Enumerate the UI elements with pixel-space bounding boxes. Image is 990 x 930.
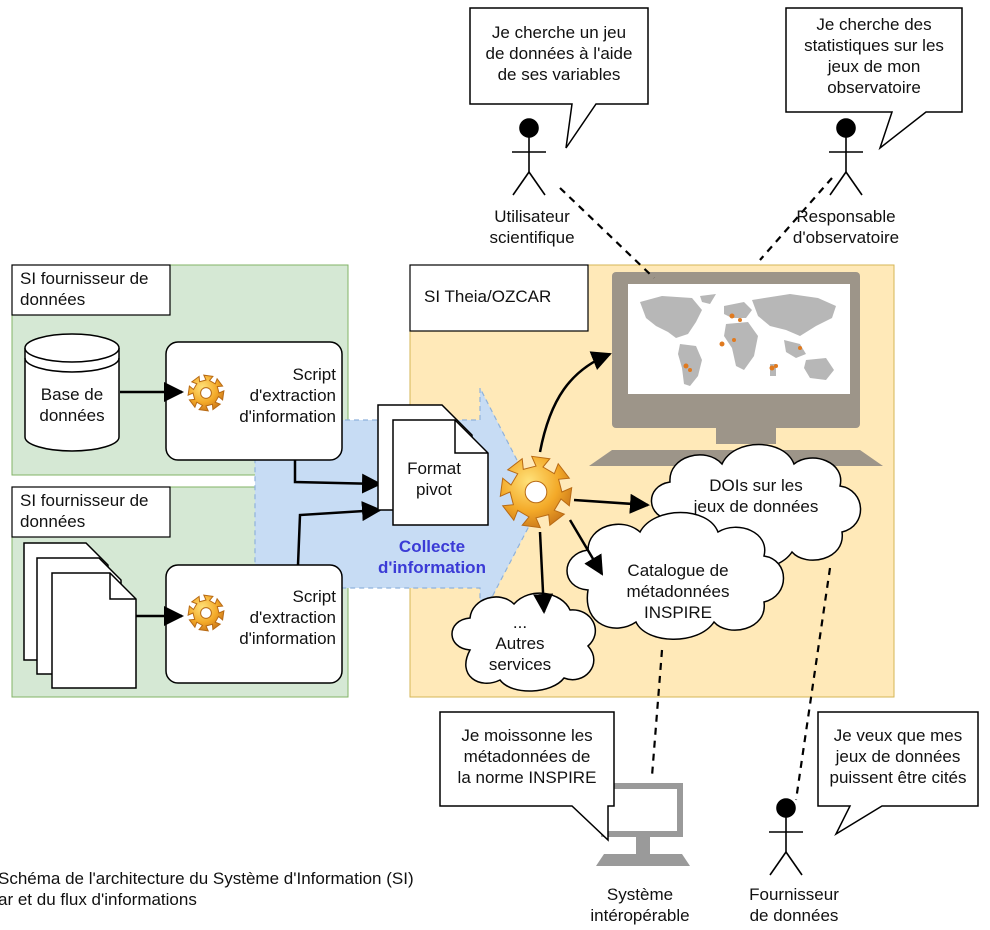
arrow-script1-to-pivot xyxy=(293,460,382,494)
si-fournisseur-label-box-1 xyxy=(11,264,171,316)
bubble-fournisseur-shape xyxy=(817,711,979,836)
gear-icon-center xyxy=(499,455,573,529)
dash-utilisateur-monitor xyxy=(559,187,655,279)
format-pivot-icon xyxy=(377,404,489,526)
fournisseur-actor-icon xyxy=(769,798,803,876)
dash-responsable-monitor xyxy=(759,177,833,261)
bubble-systeme-shape xyxy=(439,711,615,842)
arrow-gear-to-autres xyxy=(533,531,554,614)
gear-icon-1 xyxy=(187,374,225,412)
document-stack-icon xyxy=(23,542,137,689)
bubble-utilisateur-shape xyxy=(469,7,649,149)
database-icon xyxy=(24,333,120,452)
utilisateur-actor-icon xyxy=(512,118,546,196)
autres-services-cloud xyxy=(451,592,597,692)
catalogue-cloud xyxy=(566,511,785,640)
si-theia-label-box xyxy=(409,264,589,332)
si-theia-label: SI Theia/OZCAR xyxy=(424,287,551,306)
gear-icon-2 xyxy=(187,594,225,632)
map-marker-dots xyxy=(683,313,802,372)
si-fournisseur-label-box-2 xyxy=(11,486,171,538)
arrow-gear-to-monitor xyxy=(538,351,612,453)
bubble-responsable-shape xyxy=(785,7,963,151)
world-map-icon xyxy=(640,294,836,386)
arrow-gear-to-catalogue xyxy=(568,519,604,576)
arrow-gear-to-dois xyxy=(573,493,650,514)
arrow-script2-to-pivot xyxy=(296,501,382,566)
dash-dois-fournisseur xyxy=(794,567,832,801)
systeme-monitor-icon xyxy=(596,783,690,866)
responsable-actor-icon xyxy=(829,118,863,196)
figure-caption: Schéma de l'architecture du Système d'In… xyxy=(0,869,414,909)
dash-catalogue-systeme xyxy=(650,649,664,777)
